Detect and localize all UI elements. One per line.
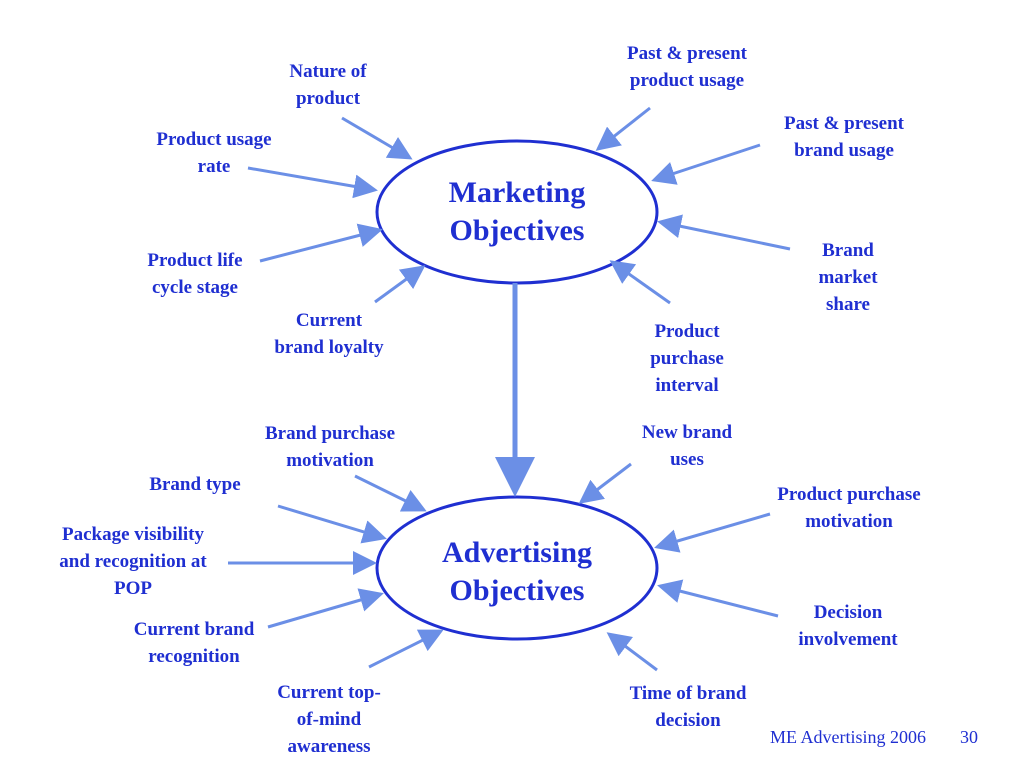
label-brand-purchase-motivation: Brand purchase motivation: [264, 423, 396, 471]
arrow-nature-of-product: [341, 116, 413, 160]
label-nature-of-product: Nature of product: [289, 61, 367, 109]
arrow-brand-market-share: [657, 214, 791, 251]
arrow-current-brand-loyalty: [374, 265, 426, 304]
label-current-brand-recognition: Current brand recognition: [133, 619, 255, 667]
label-new-brand-uses: New brand uses: [641, 422, 733, 470]
arrow-decision-involvement: [657, 579, 779, 618]
arrow-brand-purchase-motivation: [354, 474, 427, 512]
arrow-product-usage-rate: [247, 166, 378, 199]
label-package-visibility: Package visibility and recognition at PO…: [59, 524, 207, 599]
label-decision-involvement: Decision involvement: [798, 602, 898, 650]
arrow-product-purchase-motivation: [654, 512, 771, 553]
footer-text: ME Advertising 2006: [770, 727, 926, 747]
label-past-present-brand-usage: Past & present brand usage: [784, 113, 904, 161]
arrow-past-present-brand-usage: [651, 143, 761, 185]
advertising-objectives-title: Advertising Objectives: [442, 536, 592, 607]
label-product-purchase-motivation: Product purchase motivation: [777, 484, 921, 532]
label-brand-market-share: Brand market share: [818, 240, 878, 315]
arrow-new-brand-uses: [578, 462, 632, 504]
marketing-objectives-title: Marketing Objectives: [448, 176, 586, 247]
arrow-brand-type: [277, 504, 387, 544]
label-brand-type: Brand type: [149, 474, 241, 495]
label-past-present-product-usage: Past & present product usage: [627, 43, 747, 91]
arrow-time-of-brand-decision: [606, 632, 658, 672]
slide-number: 30: [960, 727, 978, 747]
label-product-life-cycle: Product life cycle stage: [147, 250, 243, 298]
label-product-usage-rate: Product usage rate: [156, 129, 272, 177]
arrow-current-top-of-mind: [368, 629, 444, 669]
arrow-current-brand-recognition: [267, 588, 384, 629]
arrow-past-present-product-usage: [595, 106, 651, 151]
advertising-ellipse: [375, 495, 659, 641]
arrow-product-life-cycle: [259, 223, 383, 263]
label-time-of-brand-decision: Time of brand decision: [629, 683, 747, 731]
label-product-purchase-interval: Product purchase interval: [650, 321, 724, 396]
label-current-top-of-mind: Current top- of-mind awareness: [277, 682, 381, 757]
label-current-brand-loyalty: Current brand loyalty: [274, 310, 384, 358]
arrow-product-purchase-interval: [609, 260, 671, 305]
